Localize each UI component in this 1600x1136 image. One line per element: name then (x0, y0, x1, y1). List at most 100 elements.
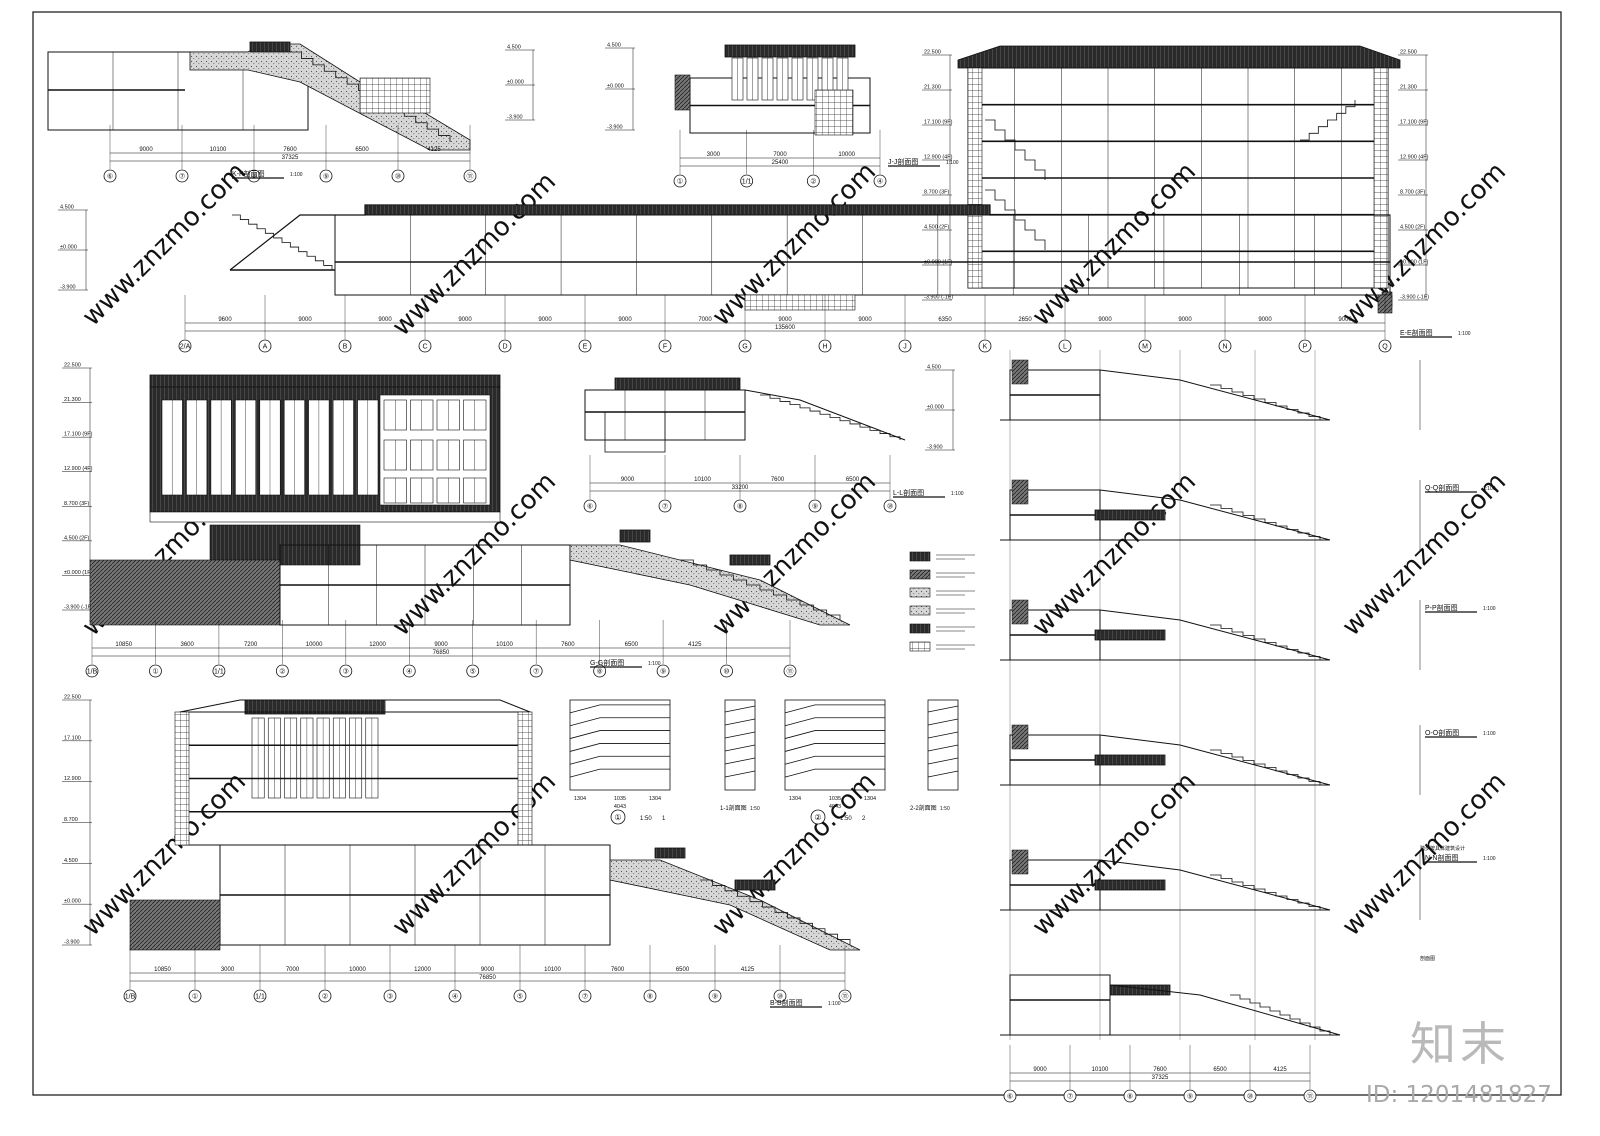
gg-level-text: 4.500 (2F) (64, 535, 90, 541)
ee-axis-label: M (1142, 344, 1148, 351)
ii-stair (985, 119, 1046, 180)
ii-stair (1300, 100, 1356, 141)
ll-axis-label: ⑨ (812, 503, 818, 511)
gg-level-text: 21.300 (64, 397, 81, 403)
ee-dimension-text: 9000 (298, 317, 312, 323)
ee-dimension-text: 9000 (1258, 317, 1272, 323)
bb-level-text: 8.700 (64, 817, 78, 823)
ee-roof-band (364, 204, 991, 216)
right-section-3-title-scale: 1:100 (1483, 606, 1496, 612)
ll-axis-label: ⑩ (887, 503, 893, 511)
gg-axis-label: ② (279, 668, 285, 676)
ee-axis-label: A (263, 344, 268, 351)
right-section-3-stair-core (1011, 599, 1029, 625)
detail-1-mark: ① (614, 813, 621, 822)
mm-axis-bubble (1243, 1089, 1257, 1103)
bb-axis-bubble (773, 989, 787, 1003)
mm-dimension-text: 7600 (1153, 1067, 1167, 1073)
detail-1-bubble (610, 809, 626, 825)
right-section-1-ramp-line (1099, 369, 1331, 421)
mm-axis-bubble (1063, 1089, 1077, 1103)
ee-dimension-text: 9000 (538, 317, 552, 323)
right-section-2-stair-core (1011, 479, 1029, 505)
jj-level-text: 4.500 (607, 43, 621, 49)
ee-dimension-total: 135600 (775, 325, 796, 331)
gg-axis-label: 1/1 (214, 669, 224, 676)
gg-axis-bubble (212, 664, 226, 678)
detail-2-dim: 1035 (829, 796, 841, 802)
mm-axis-bubble (1183, 1089, 1197, 1103)
ll-axis-label: ⑧ (737, 503, 743, 511)
detail-2-2-louver (927, 757, 959, 765)
bb-dimension-text: 12000 (414, 967, 431, 973)
kk-axis-label: ⑨ (323, 173, 329, 181)
ee-dimension-text: 9000 (778, 317, 792, 323)
ee-axis-label: N (1222, 344, 1227, 351)
ee-axis-bubble (418, 339, 432, 353)
mm-stair (1230, 994, 1331, 1035)
jj-dimension-total: 25400 (772, 160, 789, 166)
gg-level-text: 8.700 (3F) (64, 501, 90, 507)
legend-swatch (909, 623, 931, 634)
bb-dimension-text: 7600 (611, 967, 625, 973)
right-section-4-roof-band (1094, 754, 1166, 766)
ee-axis-label: H (822, 344, 827, 351)
kk-axis-label: ⑦ (179, 173, 185, 181)
ll-roof-band (614, 377, 741, 391)
right-section-5-title: N-N剖面图 (1425, 853, 1458, 862)
detail-1-1-louver (724, 744, 756, 752)
kk-axis-bubble (391, 169, 405, 183)
ee-axis-bubble (658, 339, 672, 353)
ii-left-level-text: 17.100 (9F) (924, 120, 953, 126)
ee-axis-bubble (978, 339, 992, 353)
jj-level-text: -3.900 (607, 125, 623, 131)
detail-2-dim: 1304 (864, 796, 876, 802)
ll-dimension-text: 9000 (621, 477, 635, 483)
legend-swatch (909, 569, 931, 580)
jj-axis-label: ④ (877, 178, 883, 186)
mm-axis-label: ⑪ (1307, 1093, 1314, 1101)
bb-axis-bubble (383, 989, 397, 1003)
ee-dimension-text: 9000 (458, 317, 472, 323)
mm-axis-label: ⑥ (1007, 1093, 1013, 1101)
detail-1-louver (569, 768, 670, 778)
ll-axis-bubble (658, 499, 672, 513)
gg-axis-bubble (85, 664, 99, 678)
bb-axis-label: 1/1 (255, 994, 265, 1001)
bb-dimension-text: 10000 (349, 967, 366, 973)
gg-axis-label: ⑧ (596, 668, 602, 676)
ii-left-level-text: 8.700 (3F) (924, 190, 950, 196)
gg-roof-band (729, 554, 771, 566)
right-section-3-stair (1210, 624, 1321, 660)
ll-axis-label: ⑦ (662, 503, 668, 511)
kk-dimension-total: 37325 (282, 155, 299, 161)
detail-2-louver (784, 717, 885, 727)
gg-axis-bubble (466, 664, 480, 678)
detail-1-1-louver (724, 731, 756, 739)
jj-dimension-text: 7000 (773, 152, 787, 158)
right-section-4-stair-core (1011, 724, 1029, 750)
ee-dimension-text: 6350 (938, 317, 952, 323)
ii-level-text: 12.900 (4F) (1400, 155, 1429, 161)
bb-stair (700, 879, 851, 945)
gg-dimension-total: 76850 (433, 650, 450, 656)
bb-axis-label: ② (322, 993, 328, 1001)
kk-level-text: 4.500 (507, 45, 521, 51)
ii-left-level-text: 21.300 (924, 85, 941, 91)
bb-dimension-text: 9000 (481, 967, 495, 973)
kk-dimension-text: 6500 (355, 147, 369, 153)
kk-axis-bubble (247, 169, 261, 183)
bb-axis-bubble (643, 989, 657, 1003)
ll-axis-label: ⑥ (587, 503, 593, 511)
bb-level-text: 4.500 (64, 858, 78, 864)
bb-basement-left (129, 899, 221, 951)
ee-level-text: 4.500 (60, 205, 74, 211)
ll-basement (604, 411, 666, 453)
mm-roof-band (1109, 984, 1171, 996)
kk-level-text: -3.900 (507, 115, 523, 121)
gg-title-scale: 1:100 (648, 661, 661, 667)
ee-dimension-text: 2650 (1018, 317, 1032, 323)
ee-axis-label: F (663, 344, 667, 351)
jj-axis-bubble (673, 174, 687, 188)
mm-dimension-text: 10100 (1092, 1067, 1109, 1073)
